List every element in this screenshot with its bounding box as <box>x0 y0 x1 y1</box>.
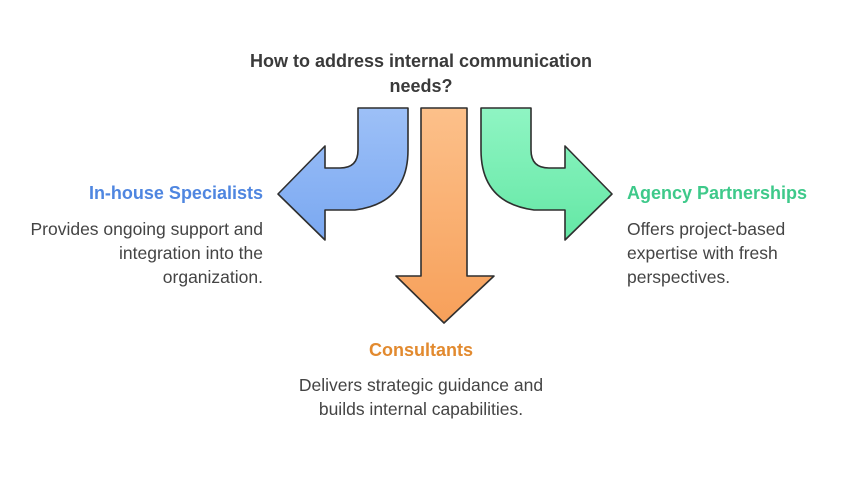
option-title-consultants: Consultants <box>368 340 473 360</box>
center-arrow <box>395 107 495 324</box>
option-description-agency: Offers project-based expertise with fres… <box>627 219 786 287</box>
left-arrow <box>277 107 409 241</box>
option-title-agency: Agency Partnerships <box>627 183 808 203</box>
option-title-in-house: In-house Specialists <box>88 183 263 203</box>
option-description-in-house: Provides ongoing support and integration… <box>30 219 263 287</box>
right-arrow <box>480 107 613 241</box>
option-description-consultants: Delivers strategic guidance and builds i… <box>298 375 544 419</box>
diagram-title: How to address internal communication ne… <box>249 51 593 96</box>
